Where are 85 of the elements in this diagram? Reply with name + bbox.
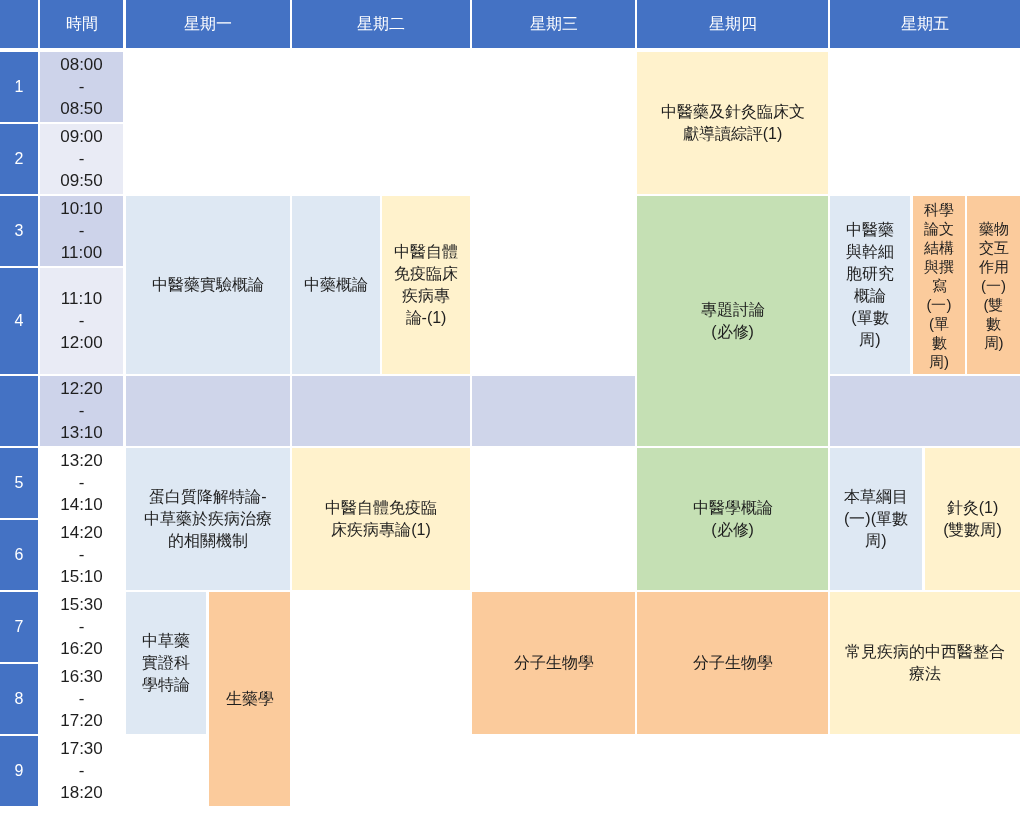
course-name: 中醫藥實驗概論 — [152, 275, 264, 295]
course-name: 中醫藥及針灸臨床文獻導讀綜評(1) — [659, 102, 806, 144]
course-name: 本草綱目(一)(單數周) — [843, 487, 909, 551]
break-band — [126, 376, 290, 446]
break-band — [0, 376, 38, 446]
column-header — [830, 0, 1020, 48]
course-name: 中草藥實證科學特論 — [141, 631, 191, 695]
time-range: 12:20 - 13:10 — [59, 378, 104, 444]
course-name: 中醫學概論(必修) — [691, 498, 774, 540]
break-band — [292, 376, 470, 446]
time-range: 14:20 - 15:10 — [59, 522, 104, 588]
course-block — [126, 448, 290, 590]
course-block — [209, 592, 290, 806]
course-block — [292, 448, 470, 590]
course-block — [126, 196, 290, 374]
course-block — [637, 448, 828, 590]
period-number: 6 — [14, 545, 24, 565]
time-range: 16:30 - 17:20 — [59, 666, 104, 732]
course-name: 中醫自體免疫臨床疾病專論(1) — [324, 498, 438, 540]
course-name: 中藥概論 — [304, 275, 368, 295]
period-number: 7 — [14, 617, 24, 637]
column-header — [40, 0, 123, 48]
column-header-text: 星期一 — [184, 14, 232, 34]
period-number: 1 — [14, 77, 24, 97]
course-block — [292, 196, 380, 374]
time-range: 10:10 - 11:00 — [59, 198, 104, 264]
course-block — [637, 52, 828, 194]
course-name: 中醫藥與幹細胞研究概論(單數周) — [845, 220, 895, 350]
time-range: 11:10 - 12:00 — [59, 288, 104, 354]
time-range: 13:20 - 14:10 — [59, 450, 104, 516]
period-cell — [0, 520, 38, 590]
time-cell — [40, 376, 123, 446]
period-number: 5 — [14, 473, 24, 493]
column-header — [0, 0, 38, 48]
course-block — [967, 196, 1020, 374]
course-block — [637, 196, 828, 446]
column-header-text: 星期四 — [708, 14, 757, 34]
course-name: 中醫自體免疫臨床疾病專論-(1) — [393, 242, 459, 328]
period-cell — [0, 52, 38, 122]
course-block — [126, 592, 206, 734]
column-header — [637, 0, 828, 48]
time-cell — [40, 196, 123, 266]
period-cell — [0, 448, 38, 518]
period-cell — [0, 268, 38, 374]
period-cell — [0, 196, 38, 266]
period-number: 2 — [14, 149, 24, 169]
column-header-text: 星期二 — [357, 14, 405, 34]
period-number: 9 — [14, 761, 24, 781]
course-name: 分子生物學 — [692, 653, 773, 673]
course-block — [925, 448, 1020, 590]
time-cell — [40, 52, 123, 122]
period-cell — [0, 124, 38, 194]
column-header-text: 時間 — [65, 14, 98, 34]
course-block — [830, 592, 1020, 734]
course-block — [830, 448, 922, 590]
course-name: 常見疾病的中西醫整合療法 — [844, 642, 1006, 684]
course-block — [830, 196, 910, 374]
time-range: 17:30 - 18:20 — [59, 738, 104, 804]
period-cell — [0, 592, 38, 662]
column-header — [126, 0, 290, 48]
course-name: 蛋白質降解特論-中草藥於疾病治療的相關機制 — [143, 487, 273, 551]
course-name: 科學論文結構與撰寫(一)(單數周) — [923, 199, 955, 371]
column-header-text: 星期三 — [529, 14, 578, 34]
break-band — [472, 376, 635, 446]
course-block — [913, 196, 965, 374]
course-block — [472, 592, 635, 734]
course-name: 針灸(1)(雙數周) — [942, 498, 1003, 540]
period-number: 8 — [14, 689, 24, 709]
period-cell — [0, 664, 38, 734]
course-block — [637, 592, 828, 734]
column-header-text: 星期五 — [901, 14, 949, 34]
column-header — [292, 0, 470, 48]
course-name: 藥物交互作用(一)(雙數周) — [977, 218, 1010, 352]
course-name: 分子生物學 — [513, 653, 594, 673]
time-range: 15:30 - 16:20 — [59, 594, 104, 660]
time-range: 08:00 - 08:50 — [59, 54, 104, 120]
course-block — [382, 196, 470, 374]
period-cell — [0, 736, 38, 806]
time-range: 09:00 - 09:50 — [59, 126, 104, 192]
break-band — [830, 376, 1020, 446]
column-header — [472, 0, 635, 48]
period-number: 4 — [14, 311, 24, 331]
period-number: 3 — [14, 221, 24, 241]
course-name: 生藥學 — [225, 689, 274, 709]
course-name: 專題討論(必修) — [699, 300, 766, 342]
